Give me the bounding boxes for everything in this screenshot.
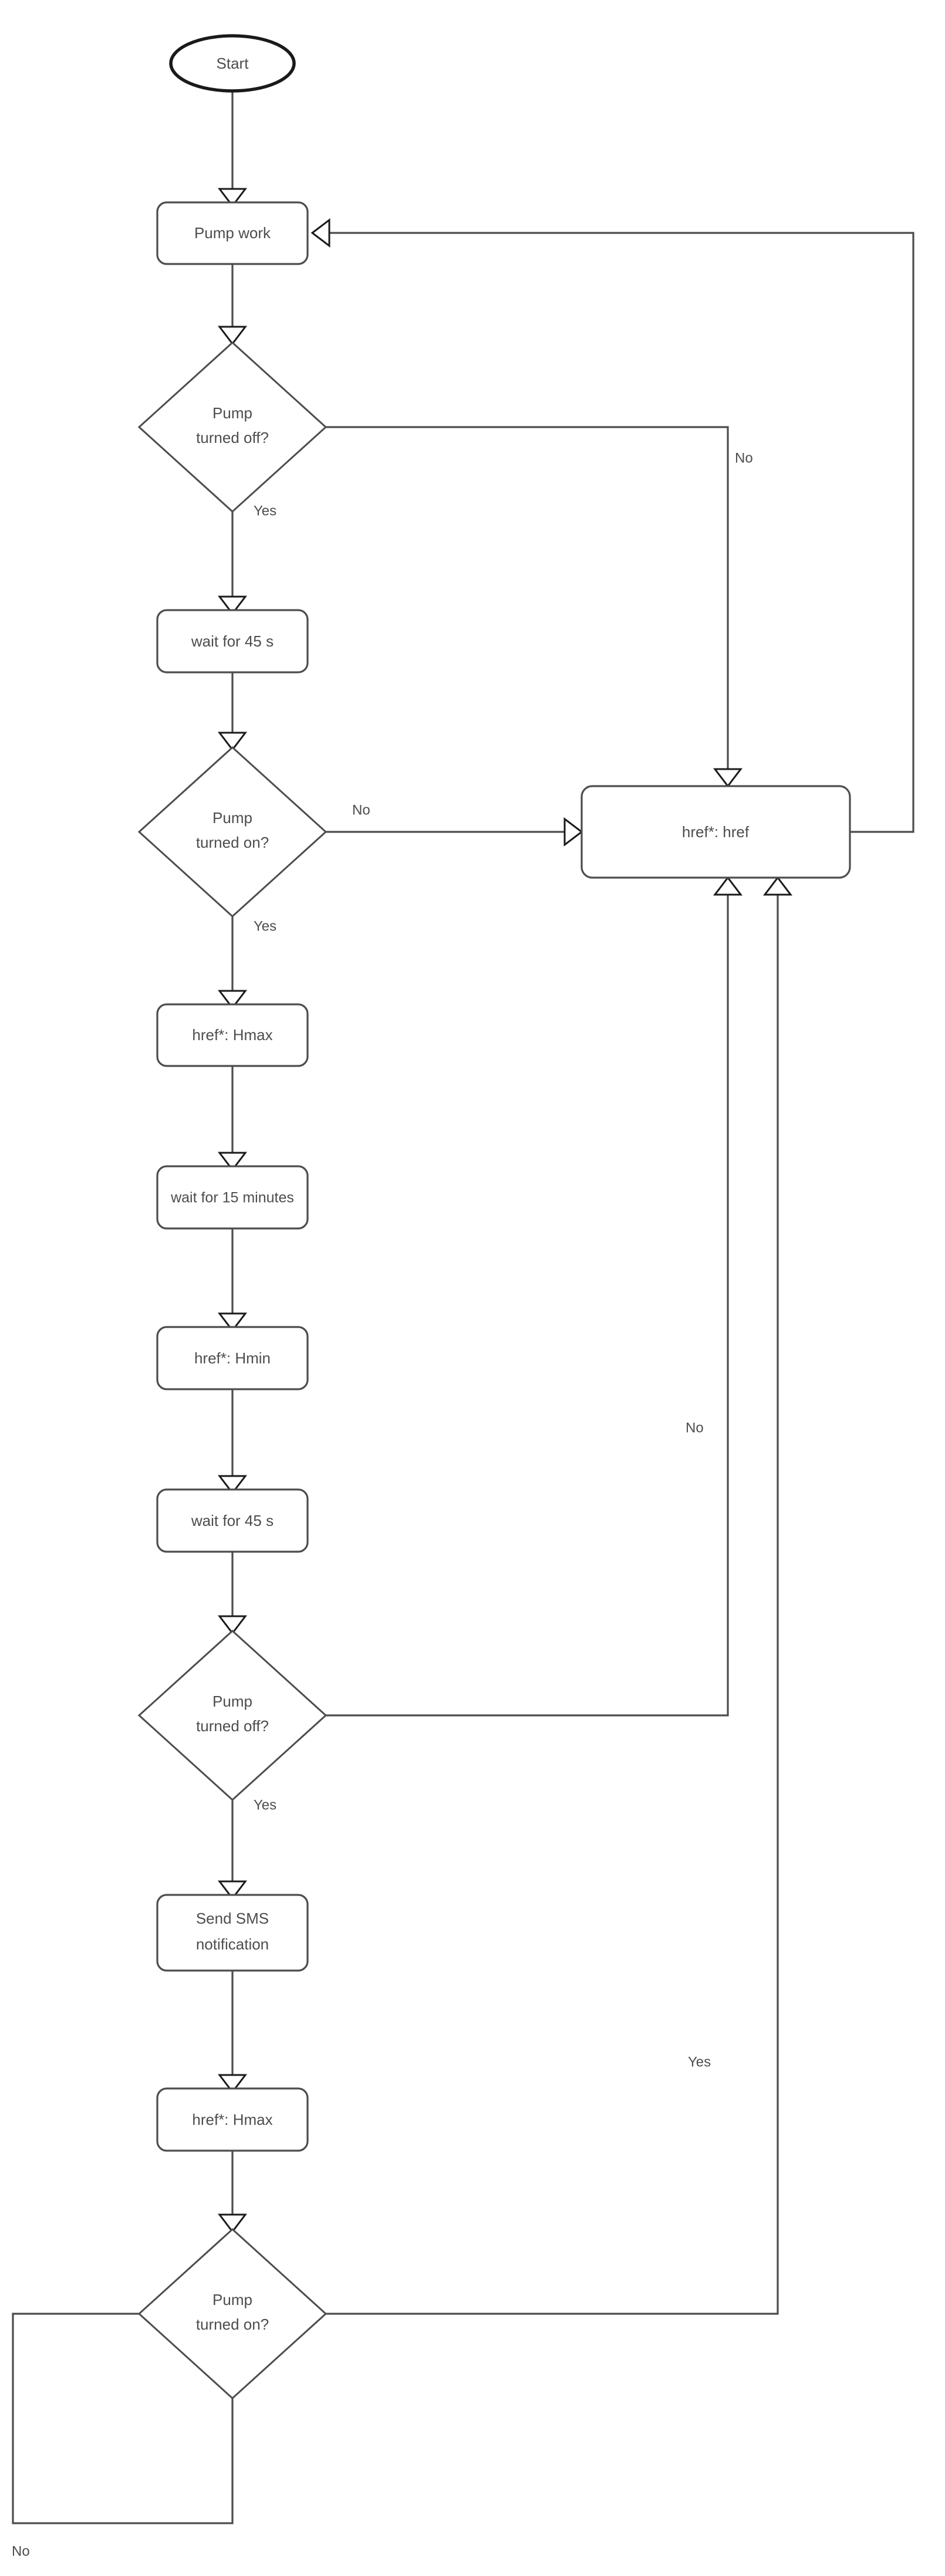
node-decision-on-2-line2: turned on? (196, 2316, 269, 2333)
arrowhead-down (713, 768, 743, 788)
arrowhead-down (217, 2213, 248, 2233)
arrowhead-up (762, 876, 793, 896)
node-decision-off-2-line2: turned off? (196, 1717, 269, 1735)
arrowhead-up (713, 876, 743, 896)
edge-decoff1-no-to-hrefbox (326, 426, 729, 769)
node-wait-15-minutes[interactable]: wait for 15 minutes (156, 1165, 309, 1230)
node-wait-45s-2[interactable]: wait for 45 s (156, 1488, 309, 1553)
node-decision-pump-turned-on-1[interactable]: Pump turned on? (137, 746, 328, 918)
edge-label-yes-3: Yes (254, 1797, 276, 1813)
edge-label-yes-2: Yes (254, 918, 276, 934)
node-decision-pump-turned-off-1[interactable]: Pump turned off? (137, 341, 328, 513)
node-decision-on-1-line2: turned on? (196, 834, 269, 851)
node-href-hmin-label: href*: Hmin (194, 1349, 271, 1367)
arrowhead-down (217, 595, 248, 615)
arrowhead-down (217, 732, 248, 752)
node-href-hmax-1-label: href*: Hmax (192, 1026, 272, 1044)
node-send-sms-line1: Send SMS (196, 1910, 269, 1927)
edge-label-no-2: No (352, 802, 370, 818)
node-href-href[interactable]: href*: href (580, 785, 851, 879)
edge-hrefbox-to-pumpwork (329, 232, 914, 833)
edge-label-no-4: No (12, 2543, 30, 2559)
node-href-hmax-2-label: href*: Hmax (192, 2111, 272, 2128)
edge-decoff2-no-to-hrefbox (326, 895, 729, 1717)
node-wait-45s-2-label: wait for 45 s (191, 1512, 274, 1529)
arrowhead-down (217, 188, 248, 208)
node-href-hmax-2[interactable]: href*: Hmax (156, 2087, 309, 2152)
node-start-label: Start (217, 55, 249, 72)
node-pump-work[interactable]: Pump work (156, 201, 309, 265)
node-decision-off-2-line1: Pump (212, 1692, 252, 1710)
node-send-sms-line2: notification (196, 1935, 269, 1953)
node-href-hmin[interactable]: href*: Hmin (156, 1326, 309, 1390)
edge-label-no-3: No (686, 1420, 704, 1436)
node-decision-pump-turned-on-2[interactable]: Pump turned on? (137, 2228, 328, 2400)
nodes-layer: Start Pump work Pump turned off? wait fo… (137, 34, 851, 2400)
edge-decon2-no-loopback (12, 2313, 234, 2524)
edge-label-yes-1: Yes (254, 503, 276, 519)
edges-layer (12, 91, 914, 2524)
edge-label-no-1: No (735, 450, 753, 466)
arrowhead-down (217, 1880, 248, 1900)
edge-labels-layer: No Yes No Yes No Yes Yes No (12, 450, 753, 2559)
node-decision-off-1-line1: Pump (212, 404, 252, 422)
node-decision-pump-turned-off-2[interactable]: Pump turned off? (137, 1629, 328, 1802)
node-wait-15-minutes-label: wait for 15 minutes (170, 1190, 294, 1206)
edge-decon2-yes-to-hrefbox (326, 895, 779, 2315)
node-wait-45s-1[interactable]: wait for 45 s (156, 609, 309, 673)
node-href-hmax-1[interactable]: href*: Hmax (156, 1003, 309, 1067)
node-decision-on-1-line1: Pump (212, 809, 252, 827)
arrowhead-down (217, 1312, 248, 1332)
edge-label-yes-4: Yes (688, 2054, 711, 2070)
node-wait-45s-1-label: wait for 45 s (191, 632, 274, 650)
arrowhead-down (217, 2074, 248, 2094)
arrowhead-down (217, 1152, 248, 1172)
node-pump-work-label: Pump work (194, 224, 271, 242)
node-start[interactable]: Start (169, 34, 296, 93)
node-send-sms-notification[interactable]: Send SMS notification (156, 1894, 309, 1972)
arrowhead-down (217, 326, 248, 346)
arrowhead-down (217, 990, 248, 1010)
node-href-href-label: href*: href (682, 823, 750, 841)
node-decision-off-1-line2: turned off? (196, 429, 269, 446)
arrowhead-down (217, 1475, 248, 1495)
node-decision-on-2-line1: Pump (212, 2291, 252, 2308)
arrowhead-down (217, 1615, 248, 1635)
arrowhead-right (563, 817, 583, 847)
arrowhead-left (310, 218, 330, 248)
